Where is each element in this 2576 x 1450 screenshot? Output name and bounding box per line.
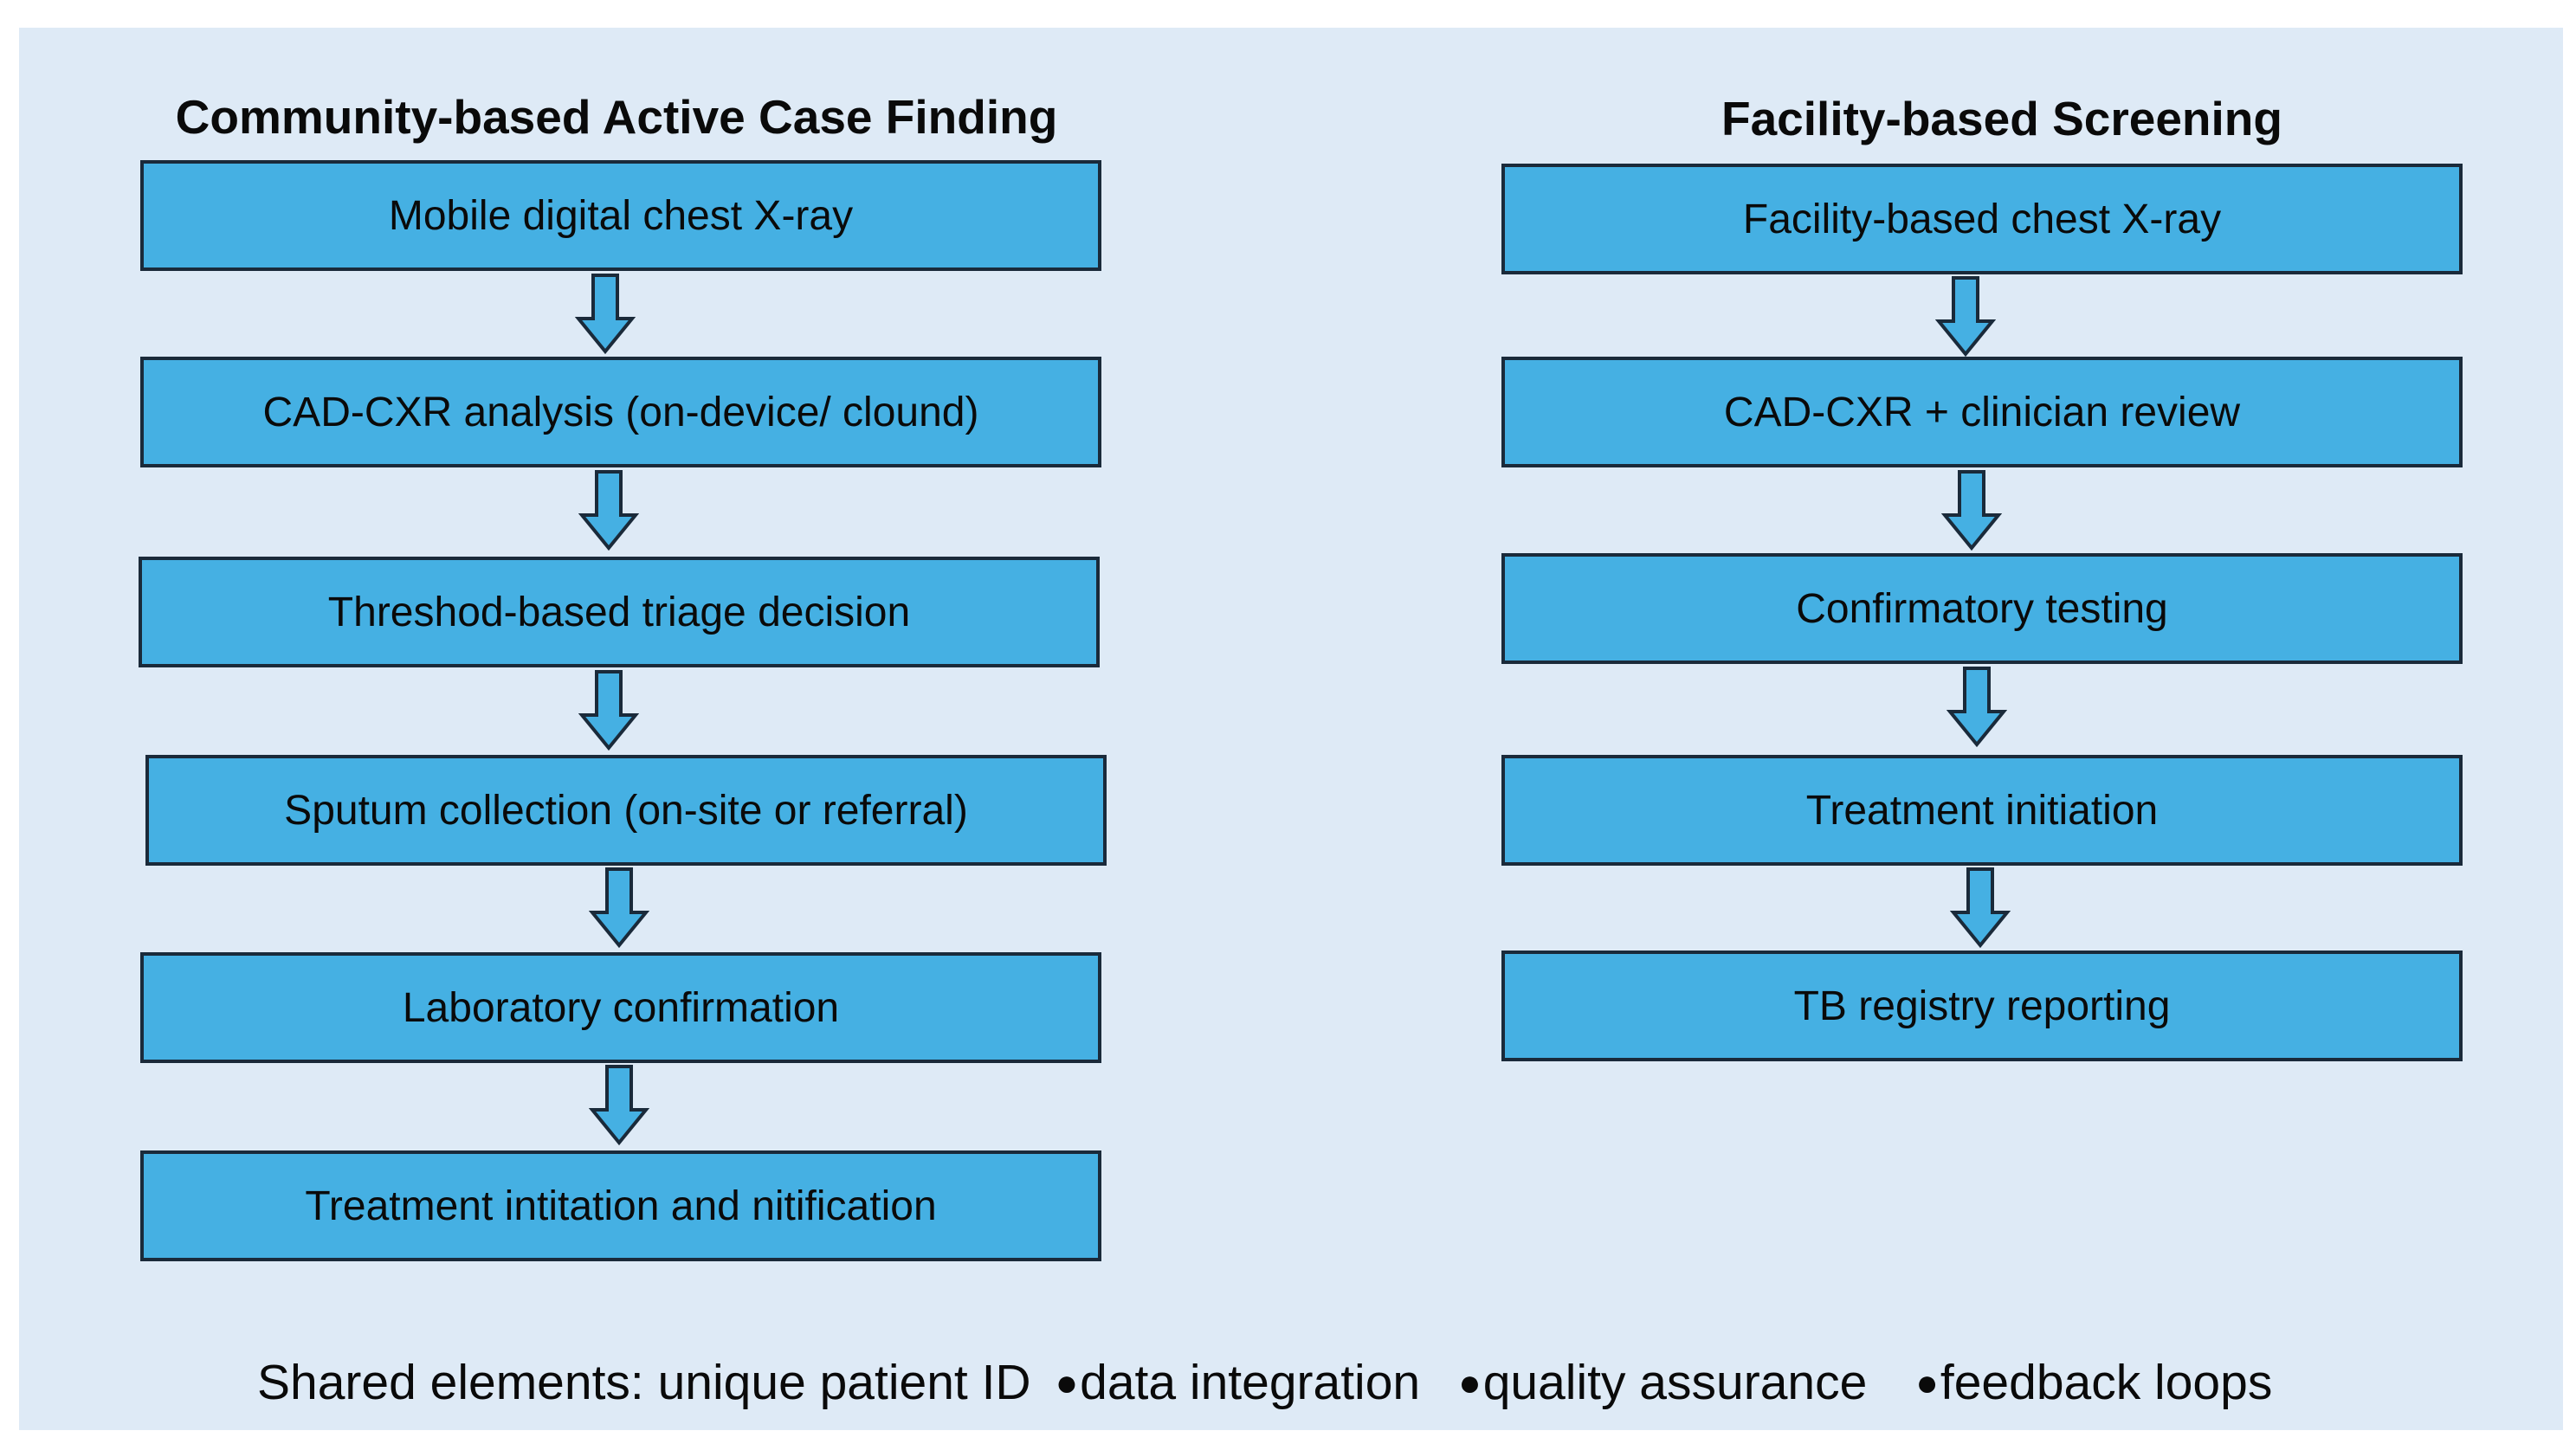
down-arrow-icon <box>578 470 639 551</box>
right-column-title: Facility-based Screening <box>1721 92 2282 145</box>
right-step-4: Treatment initiation <box>1501 755 2463 866</box>
down-arrow-icon <box>578 670 639 751</box>
down-arrow-icon <box>1935 276 1996 358</box>
bullet-icon: ● <box>1915 1362 1939 1404</box>
left-step-3: Threshod-based triage decision <box>139 557 1100 667</box>
shared-element-item: feedback loops <box>1940 1355 2273 1410</box>
diagram-canvas: Community-based Active Case Finding Mobi… <box>19 28 2563 1430</box>
down-arrow-icon <box>589 1065 649 1146</box>
left-step-4: Sputum collection (on-site or referral) <box>145 755 1107 866</box>
down-arrow-icon <box>589 867 649 949</box>
right-step-3: Confirmatory testing <box>1501 553 2463 664</box>
left-step-2: CAD-CXR analysis (on-device/ clound) <box>140 357 1101 467</box>
shared-element-item: quality assurance <box>1482 1355 1868 1410</box>
right-step-5: TB registry reporting <box>1501 951 2463 1061</box>
left-step-6: Treatment intitation and nitification <box>140 1150 1101 1261</box>
down-arrow-icon <box>575 274 636 355</box>
bullet-icon: ● <box>1458 1362 1482 1404</box>
down-arrow-icon <box>1947 667 2007 748</box>
shared-element-item: data integration <box>1080 1355 1421 1410</box>
bullet-icon: ● <box>1055 1362 1079 1404</box>
shared-elements-footer: Shared elements: unique patient ID●data … <box>257 1350 2272 1415</box>
left-column-title: Community-based Active Case Finding <box>175 90 1058 144</box>
left-step-5: Laboratory confirmation <box>140 952 1101 1063</box>
left-step-1: Mobile digital chest X-ray <box>140 160 1101 271</box>
right-step-2: CAD-CXR + clinician review <box>1501 357 2463 467</box>
right-step-1: Facility-based chest X-ray <box>1501 164 2463 274</box>
down-arrow-icon <box>1950 867 2011 949</box>
down-arrow-icon <box>1941 470 2002 551</box>
shared-elements-label: Shared elements: unique patient ID <box>257 1355 1031 1410</box>
